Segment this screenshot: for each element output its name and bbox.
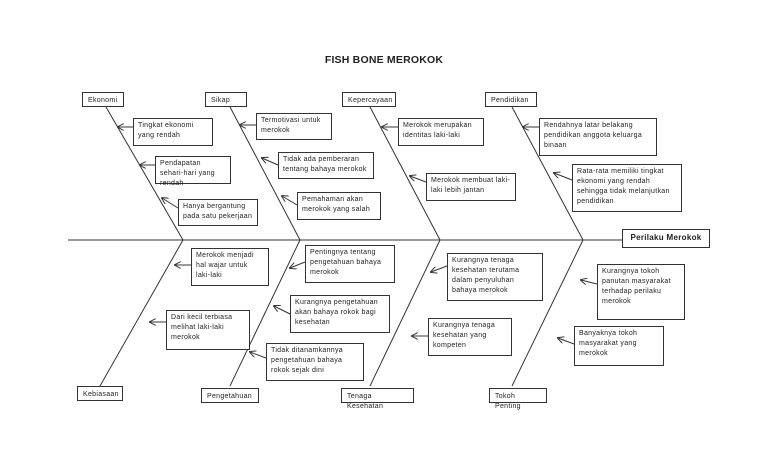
cause-box: Dari kecil terbiasa melihat laki-laki me… (166, 310, 250, 350)
bone-kebiasaan (99, 239, 184, 387)
effect-box: Perilaku Merokok (622, 229, 710, 248)
cause-box: Tingkat ekonomi yang rendah (133, 118, 213, 146)
bone-sikap (229, 106, 301, 241)
arrow (554, 173, 573, 181)
arrow (282, 196, 298, 206)
category-ekonomi: Ekonomi (82, 92, 124, 107)
arrow (558, 338, 575, 345)
arrow (431, 265, 448, 272)
category-sikap: Sikap (205, 92, 247, 107)
cause-box: Pentingnya tentang pengetahuan bahaya me… (305, 245, 395, 283)
arrow (581, 280, 598, 284)
category-pengetahuan: Pengetahuan (201, 388, 259, 403)
cause-box: Termotivasi untuk merokok (256, 113, 332, 140)
category-kebiasaan: Kebiasaan (77, 386, 123, 401)
category-tenaga-kesehatan: Tenaga Kesehatan (341, 388, 414, 410)
cause-box: Banyaknya tokoh masyarakat yang merokok (574, 326, 664, 366)
category-tokoh-penting: Tokoh Penting (489, 388, 547, 410)
cause-box: Merokok membuat laki-laki lebih jantan (426, 173, 516, 201)
arrow (250, 352, 267, 359)
arrow (162, 198, 179, 209)
cause-box: Kurangnya tenaga kesehatan yang kompeten (428, 318, 512, 356)
category-kepercayaan: Kepercayaan (342, 92, 396, 107)
bone-tenaga-kesehatan (369, 239, 441, 387)
arrow (410, 176, 427, 183)
cause-box: Merokok menjadi hal wajar untuk laki-lak… (191, 248, 269, 286)
cause-box: Kurangnya tokoh panutan masyarakat terha… (597, 264, 685, 320)
diagram-title: FISH BONE MEROKOK (324, 54, 444, 66)
cause-box: Pendapatan sehari-hari yang rendah (155, 156, 231, 187)
cause-box: Tidak ditanamkannya pengetahuan bahaya r… (266, 343, 364, 381)
arrow (290, 261, 306, 268)
cause-box: Kurangnya tenaga kesehatan terutama dala… (447, 253, 543, 301)
cause-box: Rendahnya latar belakang pendidikan angg… (539, 118, 657, 156)
cause-box: Tidak ada pemberaran tentang bahaya mero… (278, 152, 374, 179)
cause-box: Merokok merupakan identitas laki-laki (398, 118, 484, 146)
arrow (274, 306, 291, 315)
cause-box: Pemahaman akan merokok yang salah (297, 192, 381, 220)
cause-box: Rata-rata memiliki tingkat ekonomi yang … (572, 164, 682, 212)
category-pendidikan: Pendidikan (485, 92, 537, 107)
cause-box: Hanya bergantung pada satu pekerjaan (178, 199, 258, 226)
arrow (262, 158, 279, 166)
bone-tokoh-penting (511, 239, 584, 387)
cause-box: Kurangnya pengetahuan akan bahaya rokok … (290, 295, 390, 333)
